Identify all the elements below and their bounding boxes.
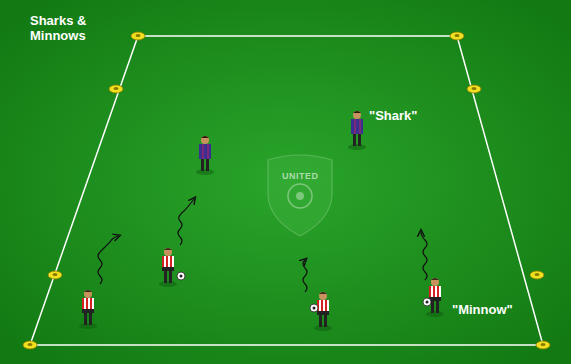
watermark: UNITED — [282, 169, 319, 184]
drill-title: Sharks & Minnows — [30, 13, 100, 43]
player-label: "Shark" — [369, 108, 417, 123]
player-label: "Minnow" — [452, 302, 513, 317]
